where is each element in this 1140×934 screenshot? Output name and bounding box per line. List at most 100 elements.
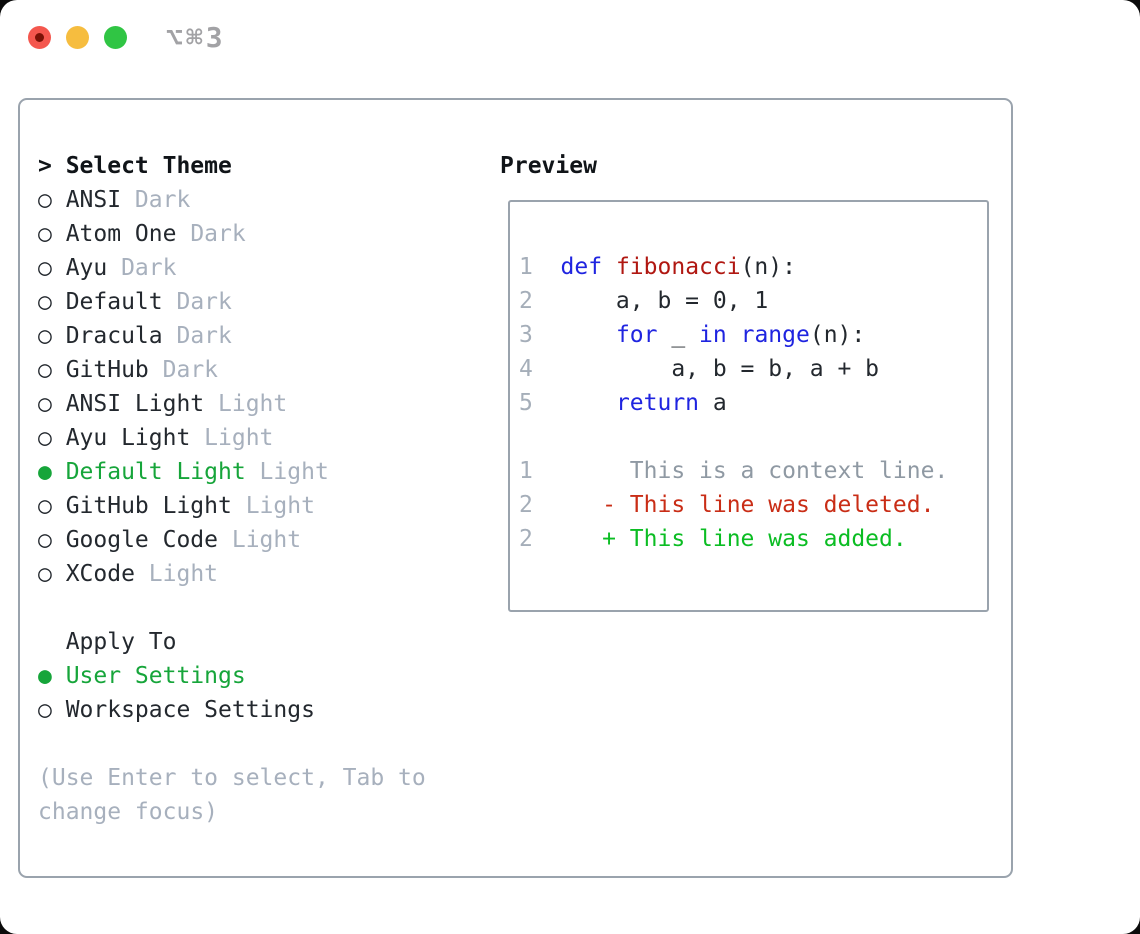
- theme-name: GitHub Light: [65, 493, 232, 519]
- code-token-plain: a, b = 0, 1: [560, 288, 769, 314]
- preview-code-line: 2 + This line was added.: [519, 522, 987, 556]
- preview-code-line: 5 return a: [519, 386, 987, 420]
- apply-to-title: Apply To: [65, 629, 177, 655]
- code-token-plain: (n):: [740, 254, 796, 280]
- theme-list-item[interactable]: ● Default Light Light: [38, 455, 426, 489]
- radio-icon: ○: [38, 697, 52, 723]
- theme-list-item[interactable]: ○ GitHub Dark: [38, 353, 426, 387]
- theme-name: Default: [65, 289, 163, 315]
- radio-icon: ○: [38, 221, 52, 247]
- apply-to-option[interactable]: ○ Workspace Settings: [38, 693, 426, 727]
- theme-list-item[interactable]: ○ Atom One Dark: [38, 217, 426, 251]
- theme-name: Dracula: [65, 323, 163, 349]
- theme-variant-label: Light: [134, 561, 219, 587]
- preview-code-line: 4 a, b = b, a + b: [519, 352, 987, 386]
- theme-list-item[interactable]: ○Ayu Dark: [38, 251, 426, 285]
- unsaved-dot-icon: [35, 33, 44, 42]
- code-token-kw: in: [699, 322, 727, 348]
- code-token-kw: def: [560, 254, 603, 280]
- theme-list-title: Select Theme: [65, 153, 232, 179]
- radio-icon: ○: [38, 289, 52, 315]
- theme-variant-label: Dark: [176, 221, 246, 247]
- theme-variant-label: Dark: [107, 255, 177, 281]
- theme-variant-label: Light: [204, 391, 288, 417]
- preview-code-line: 2 - This line was deleted.: [519, 488, 987, 522]
- code-token-plain: (n):: [809, 322, 866, 348]
- window-shortcut-label: ⌥⌘3: [166, 21, 226, 54]
- code-token-plain: [561, 322, 616, 348]
- preview-code-line: 1 This is a context line.: [519, 454, 987, 488]
- preview-code-line: 3 for _ in range(n):: [519, 318, 987, 352]
- theme-list-item[interactable]: ○ Default Dark: [38, 285, 426, 319]
- apply-option-label: Workspace Settings: [65, 697, 315, 723]
- code-token-plain: a: [699, 390, 727, 416]
- close-button[interactable]: [28, 26, 51, 49]
- apply-to-option[interactable]: ●User Settings: [38, 659, 426, 693]
- theme-list: ○ANSI Dark○Atom One Dark○Ayu Dark○Defaul…: [38, 183, 426, 591]
- help-text-line: (Use Enter to select, Tab to: [38, 765, 426, 791]
- theme-name: ANSI Light: [65, 391, 205, 417]
- line-number: 2: [519, 492, 561, 518]
- theme-variant-label: Light: [245, 459, 329, 485]
- zoom-button[interactable]: [104, 26, 127, 49]
- theme-selector-column: >Select Theme ○ANSI Dark○Atom One Dark○A…: [38, 149, 426, 829]
- code-token-kw: for: [615, 322, 658, 348]
- theme-list-item[interactable]: ○ ANSI Light Light: [38, 387, 426, 421]
- theme-name: Ayu Light: [65, 425, 191, 451]
- apply-to-header: Apply To: [38, 625, 426, 659]
- line-number: 1: [519, 458, 561, 484]
- line-number: 1: [519, 254, 561, 280]
- minimize-button[interactable]: [66, 26, 89, 49]
- radio-icon: ○: [38, 357, 52, 383]
- theme-list-item[interactable]: ○ ANSI Dark: [38, 183, 426, 217]
- theme-variant-label: Light: [190, 425, 274, 451]
- apply-option-label: User Settings: [65, 663, 246, 689]
- line-number: 2: [519, 288, 561, 314]
- radio-icon: ○: [38, 527, 52, 553]
- theme-variant-label: Light: [218, 527, 302, 553]
- theme-name: Atom One: [65, 221, 177, 247]
- line-number: 3: [519, 322, 561, 348]
- code-token-plain: [602, 254, 616, 280]
- theme-variant-label: Dark: [148, 357, 219, 383]
- line-number: 4: [519, 356, 561, 382]
- code-token-kw: return: [615, 390, 700, 416]
- line-number: 2: [519, 526, 561, 552]
- theme-list-item[interactable]: ○GitHub Light Light: [38, 489, 426, 523]
- theme-list-item[interactable]: ○ Ayu Light Light: [38, 421, 426, 455]
- code-token-plain: a, b = b, a + b: [560, 356, 880, 382]
- preview-title: Preview: [500, 153, 597, 179]
- theme-list-item[interactable]: ○ XCode Light: [38, 557, 426, 591]
- theme-list-item[interactable]: ○ Google Code Light: [38, 523, 426, 557]
- theme-variant-label: Dark: [121, 187, 191, 213]
- theme-variant-label: Dark: [162, 289, 232, 315]
- preview-code-line: 1 def fibonacci(n):: [519, 250, 987, 284]
- spacer-row: [38, 727, 426, 761]
- apply-to-list: ●User Settings ○ Workspace Settings: [38, 659, 426, 727]
- preview-code-line: 2 a, b = 0, 1: [519, 284, 987, 318]
- theme-name: Google Code: [65, 527, 219, 553]
- code-token-kw: range: [740, 322, 810, 348]
- theme-name: XCode: [65, 561, 135, 587]
- theme-name: Default Light: [65, 459, 246, 485]
- radio-selected-icon: ●: [38, 459, 52, 485]
- preview-blank-line: [519, 420, 987, 454]
- code-token-plain: [561, 390, 616, 416]
- radio-icon: ○: [38, 323, 52, 349]
- theme-name: GitHub: [65, 357, 149, 383]
- line-number: 5: [519, 390, 561, 416]
- radio-icon: ○: [38, 391, 52, 417]
- theme-list-item[interactable]: ○Dracula Dark: [38, 319, 426, 353]
- radio-icon: ○: [38, 187, 52, 213]
- radio-icon: ○: [38, 425, 52, 451]
- theme-variant-label: Light: [231, 493, 315, 519]
- theme-name: Ayu: [65, 255, 108, 281]
- theme-name: ANSI: [65, 187, 122, 213]
- radio-icon: ○: [38, 561, 52, 587]
- code-token-ctx: This is a context line.: [560, 458, 949, 484]
- code-token-plain: _: [657, 322, 700, 348]
